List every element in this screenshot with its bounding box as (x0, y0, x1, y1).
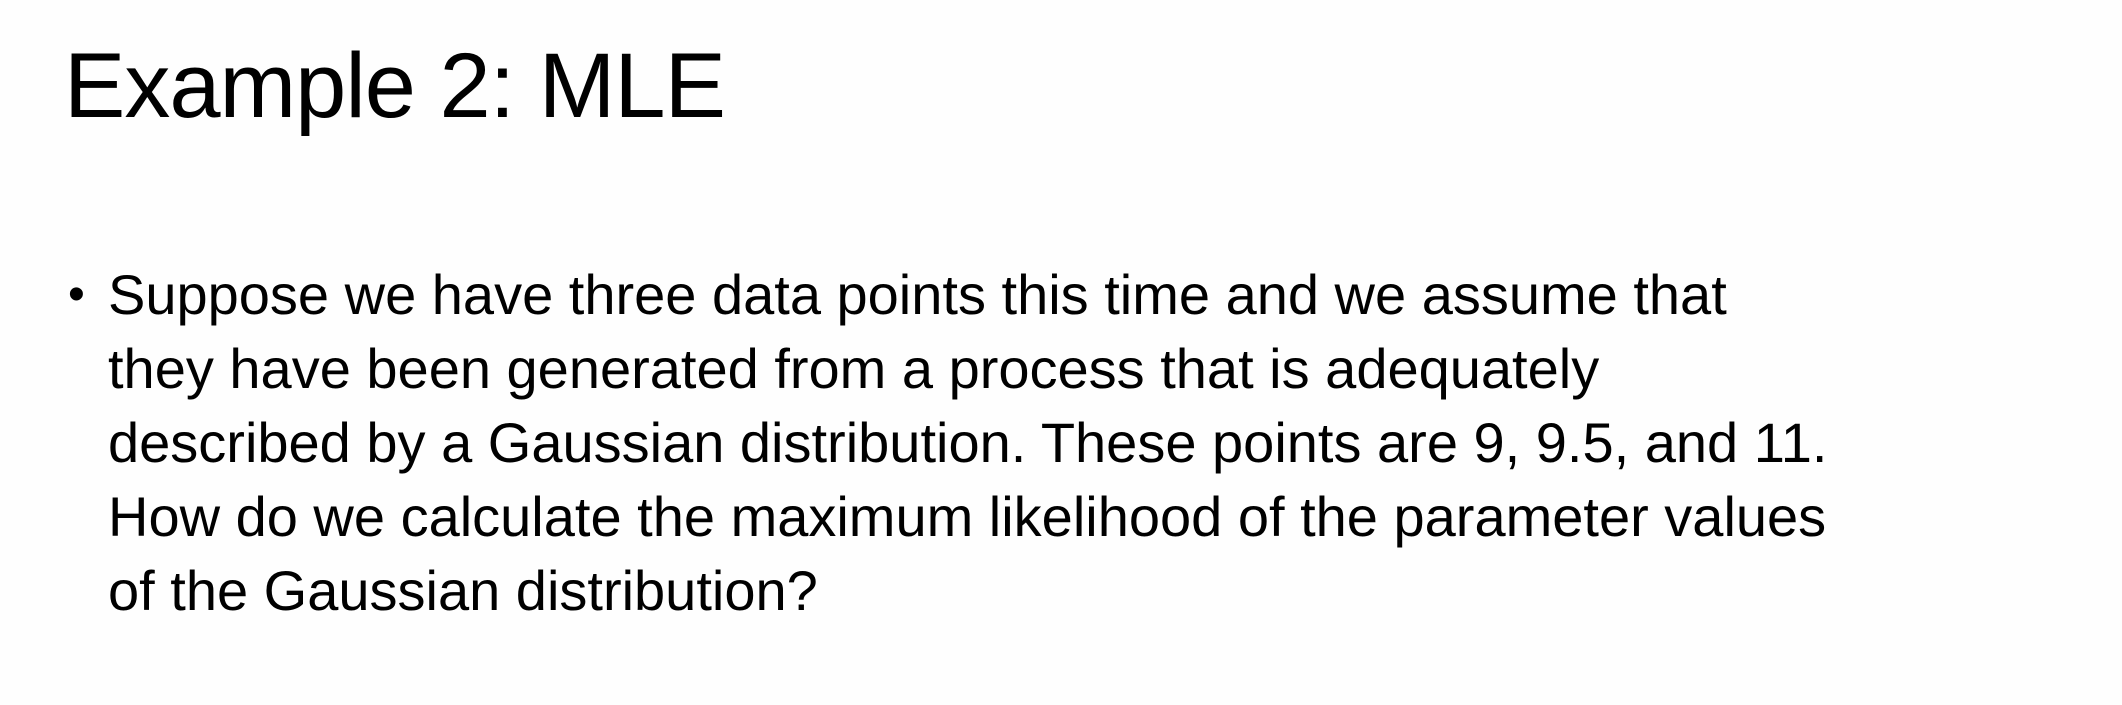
slide-title: Example 2: MLE (64, 35, 726, 137)
bullet-text-line: of the Gaussian distribution? (108, 559, 818, 622)
bullet-text-line: Suppose we have three data points this t… (108, 263, 1727, 326)
bullet-item: • Suppose we have three data points this… (62, 258, 2092, 628)
bullet-text-line: they have been generated from a process … (108, 337, 1600, 400)
bullet-marker: • (68, 268, 85, 321)
bullet-text-line: described by a Gaussian distribution. Th… (108, 411, 1828, 474)
bullet-text-line: How do we calculate the maximum likeliho… (108, 485, 1827, 548)
bullet-list: • Suppose we have three data points this… (62, 258, 2092, 628)
